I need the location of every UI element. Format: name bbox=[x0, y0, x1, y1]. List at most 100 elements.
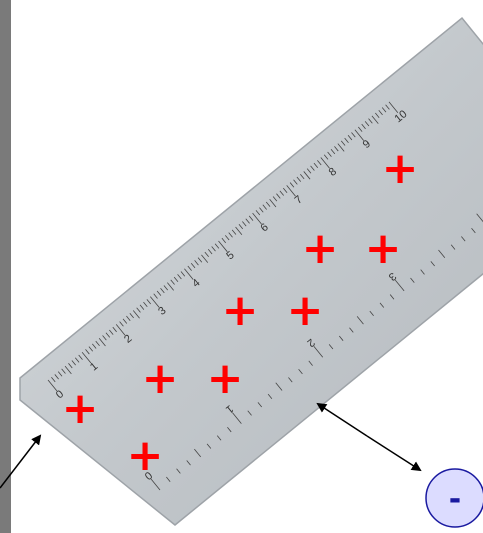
inch-tick bbox=[216, 435, 222, 441]
inch-tick bbox=[150, 478, 161, 491]
inch-tick bbox=[430, 261, 435, 267]
cm-tick bbox=[242, 221, 247, 227]
inch-tick bbox=[338, 335, 344, 341]
cm-tick bbox=[252, 212, 262, 225]
inch-tick bbox=[356, 316, 364, 325]
ruler bbox=[19, 16, 483, 526]
cm-tick bbox=[259, 207, 264, 213]
cm-tick bbox=[71, 360, 76, 366]
cm-tick bbox=[136, 307, 141, 313]
cm-tick bbox=[85, 349, 90, 355]
cm-tick bbox=[129, 313, 134, 319]
positive-charge: + bbox=[365, 223, 402, 274]
positive-charge: + bbox=[62, 383, 99, 434]
inch-tick bbox=[450, 244, 456, 250]
cm-tick bbox=[225, 235, 230, 241]
cm-tick bbox=[248, 215, 254, 221]
cm-tick bbox=[115, 324, 126, 336]
cm-tick bbox=[88, 346, 94, 352]
arrow-right-to-charge bbox=[366, 435, 422, 472]
cm-tick bbox=[153, 293, 158, 299]
cm-tick bbox=[102, 335, 107, 341]
cm-tick bbox=[170, 279, 175, 285]
positive-charge: + bbox=[207, 353, 244, 404]
positive-charge: + bbox=[142, 353, 179, 404]
cm-tick bbox=[375, 112, 380, 118]
cm-tick bbox=[313, 162, 319, 169]
inch-tick bbox=[275, 382, 283, 391]
cm-tick bbox=[173, 276, 179, 283]
cm-tick bbox=[371, 115, 379, 124]
inch-tick bbox=[461, 236, 466, 242]
inch-tick bbox=[194, 448, 201, 458]
inch-tick bbox=[313, 346, 324, 358]
negative-charge-label: - bbox=[449, 482, 461, 517]
inch-tick bbox=[476, 213, 483, 223]
cm-tick bbox=[109, 329, 114, 335]
cm-tick bbox=[214, 243, 220, 249]
positive-charge: + bbox=[127, 430, 164, 481]
cm-tick bbox=[368, 118, 373, 124]
inch-tick bbox=[232, 412, 242, 424]
cm-tick bbox=[180, 271, 186, 277]
cm-tick bbox=[105, 332, 111, 338]
inch-tick bbox=[206, 443, 212, 449]
cm-tick bbox=[296, 176, 302, 182]
inch-tick bbox=[227, 427, 232, 433]
cm-tick bbox=[269, 198, 277, 208]
cm-tick bbox=[143, 301, 148, 308]
cm-tick bbox=[388, 101, 399, 114]
inch-tick bbox=[308, 360, 313, 366]
cm-tick bbox=[194, 260, 199, 266]
cm-tick bbox=[385, 104, 390, 110]
cm-tick bbox=[337, 143, 345, 152]
cm-tick bbox=[95, 340, 100, 346]
left-edge-bar bbox=[0, 0, 11, 533]
cm-tick bbox=[68, 363, 73, 369]
cm-tick bbox=[293, 179, 298, 185]
cm-tick bbox=[279, 190, 284, 196]
cm-tick bbox=[132, 310, 140, 319]
cm-tick bbox=[177, 274, 182, 280]
inch-tick bbox=[247, 410, 252, 416]
cm-tick bbox=[330, 148, 336, 155]
cm-tick bbox=[354, 129, 365, 141]
cm-tick bbox=[57, 371, 63, 377]
cm-tick bbox=[122, 318, 128, 324]
cm-tick bbox=[245, 218, 250, 224]
cm-tick bbox=[54, 374, 59, 380]
cm-tick bbox=[255, 210, 261, 216]
cm-tick bbox=[303, 171, 311, 180]
cm-tick bbox=[323, 154, 329, 160]
inch-tick bbox=[369, 310, 374, 317]
cm-tick bbox=[190, 262, 196, 269]
cm-tick bbox=[78, 354, 83, 360]
cm-tick bbox=[119, 321, 124, 327]
inch-tick bbox=[379, 302, 385, 308]
cm-tick-label: 10 bbox=[392, 108, 409, 125]
cm-tick bbox=[327, 151, 332, 157]
cm-tick bbox=[282, 187, 288, 194]
arrow-right-to-ruler bbox=[316, 402, 368, 437]
inch-tick bbox=[257, 402, 263, 408]
cm-tick bbox=[358, 126, 363, 132]
inch-tick bbox=[298, 368, 303, 375]
positive-charge: + bbox=[287, 285, 324, 336]
cm-tick bbox=[197, 257, 203, 263]
cm-tick bbox=[289, 182, 295, 188]
cm-tick bbox=[81, 351, 92, 364]
cm-tick bbox=[378, 110, 383, 116]
negative-charge-circle bbox=[425, 468, 483, 528]
cm-tick bbox=[306, 168, 312, 174]
cm-tick bbox=[334, 146, 339, 152]
cm-tick bbox=[51, 376, 56, 383]
cm-tick bbox=[64, 365, 72, 375]
cm-tick bbox=[187, 265, 192, 271]
cm-tick bbox=[146, 299, 151, 305]
cm-tick bbox=[228, 232, 233, 238]
cm-tick bbox=[201, 254, 209, 263]
cm-tick bbox=[276, 193, 281, 199]
arrow-left bbox=[0, 434, 42, 489]
cm-tick bbox=[231, 229, 237, 235]
inch-tick bbox=[438, 249, 446, 258]
